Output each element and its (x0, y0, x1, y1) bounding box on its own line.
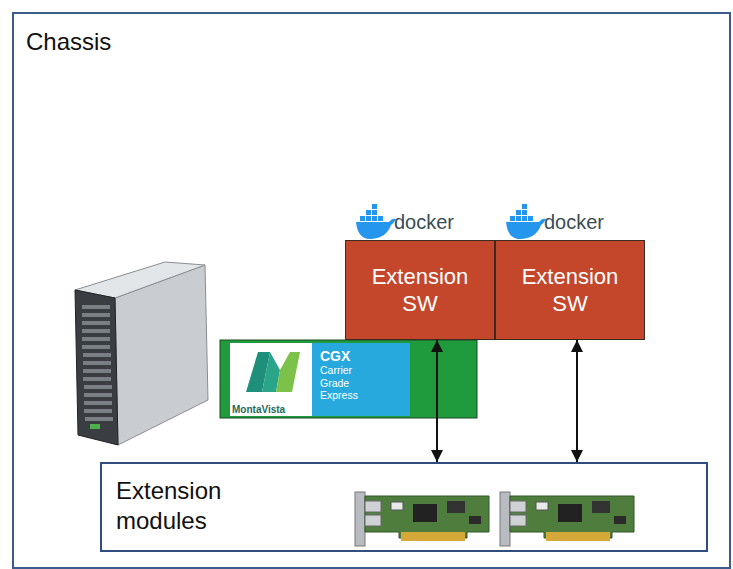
software-box: Extension SW (345, 240, 495, 340)
card-bracket (355, 492, 365, 546)
card-chip (614, 516, 626, 524)
card-part (391, 502, 403, 510)
node-text: Chassis (26, 28, 717, 56)
card-port (510, 501, 526, 512)
software-box: Extension SW (495, 240, 645, 340)
node-text: MontaVista (232, 404, 285, 415)
card-contacts (401, 532, 465, 541)
logo-word: docker (544, 211, 604, 234)
server-front (75, 290, 118, 445)
node-text: Carrier Grade Express (320, 364, 376, 402)
chassis-frame: ChassisExtension SW Extension SW MontaVist… (12, 12, 731, 569)
card-chip (447, 501, 465, 513)
card-port (510, 515, 526, 526)
node-text: Extension SW (510, 263, 630, 318)
card-port (365, 515, 381, 526)
card-chip (558, 504, 582, 522)
card-chip (592, 501, 610, 513)
node-text: CGX (320, 348, 402, 364)
server-vents (82, 305, 113, 421)
montavista-logo (246, 352, 300, 392)
node-text: Extension SW (360, 263, 480, 318)
server-top (75, 262, 205, 298)
card-bracket (500, 492, 510, 546)
card-chip (413, 504, 437, 522)
card-pcb (510, 496, 634, 538)
card-pcb (365, 496, 489, 538)
logo-stroke (276, 352, 300, 392)
logo-word: docker (394, 211, 454, 234)
node-text: Extension modules (116, 476, 266, 536)
logo-box: CGXCarrier Grade Express (312, 343, 410, 416)
pci-card (500, 492, 634, 546)
os-band: MontaVista CGXCarrier Grade Express (220, 340, 477, 418)
link-arrow (576, 340, 578, 462)
pci-card (355, 492, 489, 546)
module-frame: Extension modules (100, 462, 708, 552)
card-part (536, 502, 548, 510)
server-led (90, 424, 100, 429)
os-band (220, 340, 477, 418)
blade-server (75, 262, 208, 445)
docker-whale (506, 204, 546, 239)
link-arrow (436, 340, 438, 462)
card-port (365, 501, 381, 512)
docker-whale (356, 204, 396, 239)
card-chip (469, 516, 481, 524)
logo-ground (230, 343, 312, 416)
card-contacts (546, 532, 610, 541)
